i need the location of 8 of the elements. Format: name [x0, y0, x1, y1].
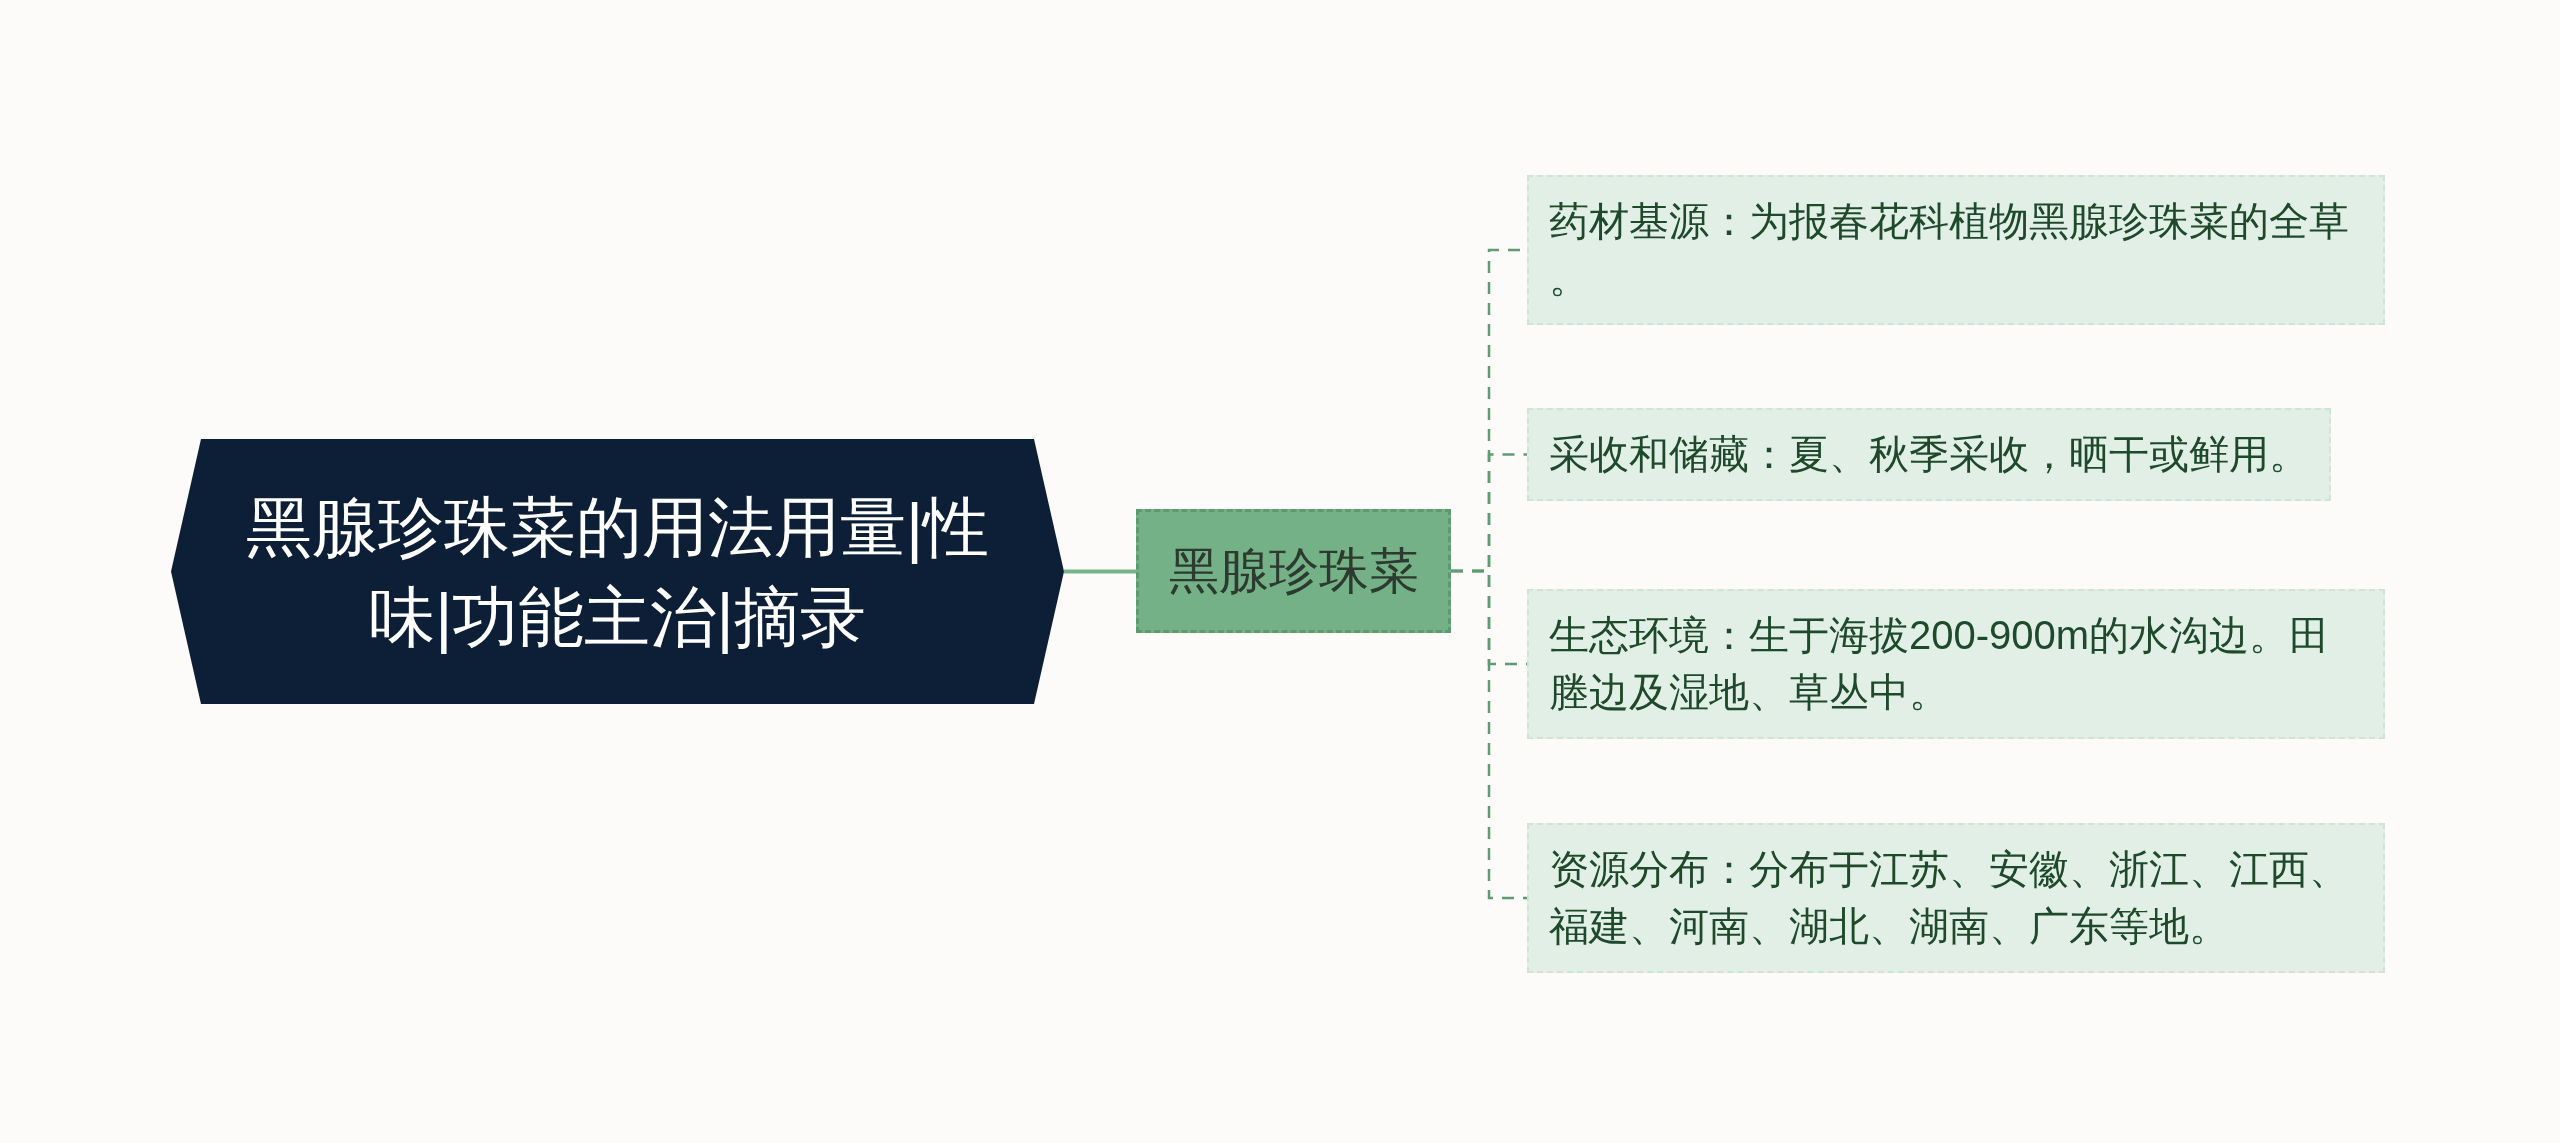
connector-line — [1064, 569, 1136, 574]
topic-box: 黑腺珍珠菜 — [1136, 509, 1451, 633]
text-box: 资源分布：分布于江苏、安徽、浙江、江西、福建、河南、湖北、湖南、广东等地。 — [1527, 823, 2385, 973]
text-box: 生态环境：生于海拔200-900m的水沟边。田塍边及湿地、草丛中。 — [1527, 589, 2385, 739]
connector-line — [1451, 569, 1527, 900]
hexagon-node: 黑腺珍珠菜的用法用量|性味|功能主治|摘录 — [171, 439, 1064, 704]
text-box: 药材基源：为报春花科植物黑腺珍珠菜的全草。 — [1527, 175, 2385, 325]
text-box: 采收和储藏：夏、秋季采收，晒干或鲜用。 — [1527, 408, 2331, 501]
